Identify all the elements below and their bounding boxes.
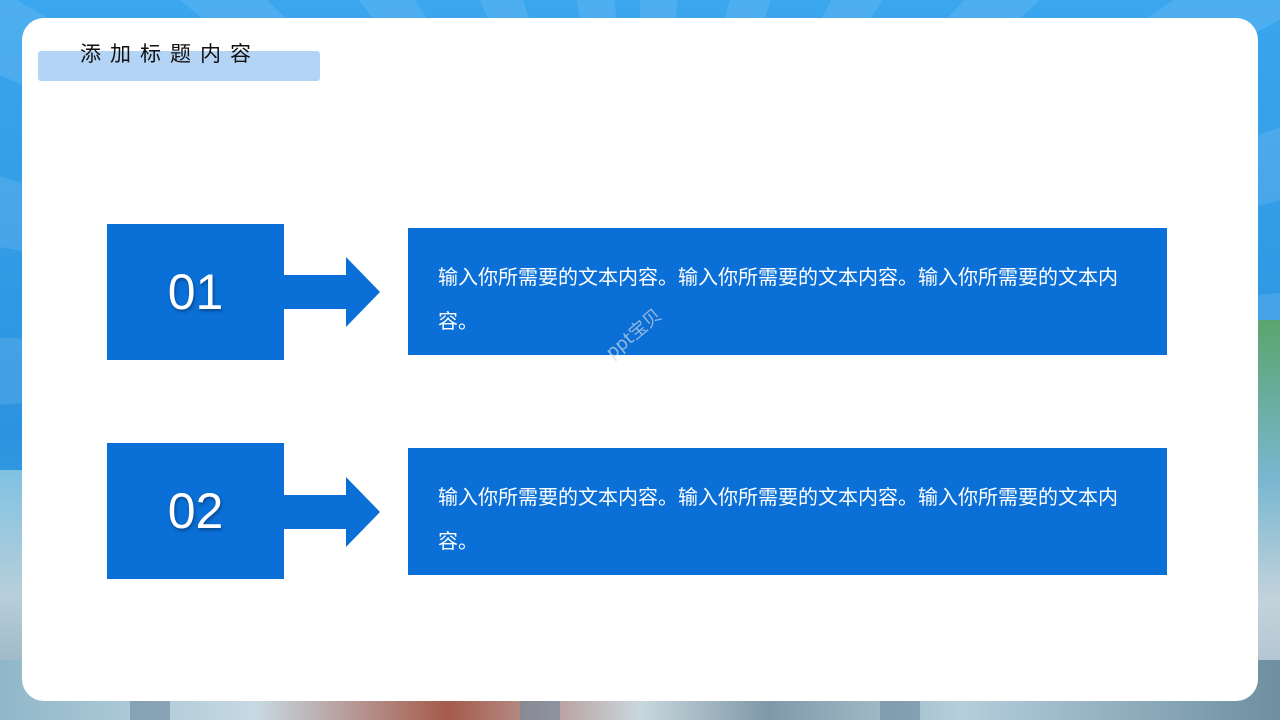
title-highlight-bar — [38, 51, 320, 81]
slide-title: 添加标题内容 — [80, 42, 260, 66]
item-number: 02 — [167, 483, 224, 539]
item-text: 输入你所需要的文本内容。输入你所需要的文本内容。输入你所需要的文本内容。 — [438, 485, 1118, 553]
item-number: 01 — [167, 264, 224, 320]
number-box-02: 02 — [107, 443, 284, 579]
number-box-01: 01 — [107, 224, 284, 360]
arrow-right-icon — [284, 257, 380, 327]
item-text: 输入你所需要的文本内容。输入你所需要的文本内容。输入你所需要的文本内容。 — [438, 265, 1118, 333]
arrow-right-icon — [284, 477, 380, 547]
text-box-01: 输入你所需要的文本内容。输入你所需要的文本内容。输入你所需要的文本内容。 — [408, 228, 1167, 355]
text-box-02: 输入你所需要的文本内容。输入你所需要的文本内容。输入你所需要的文本内容。 — [408, 448, 1167, 575]
